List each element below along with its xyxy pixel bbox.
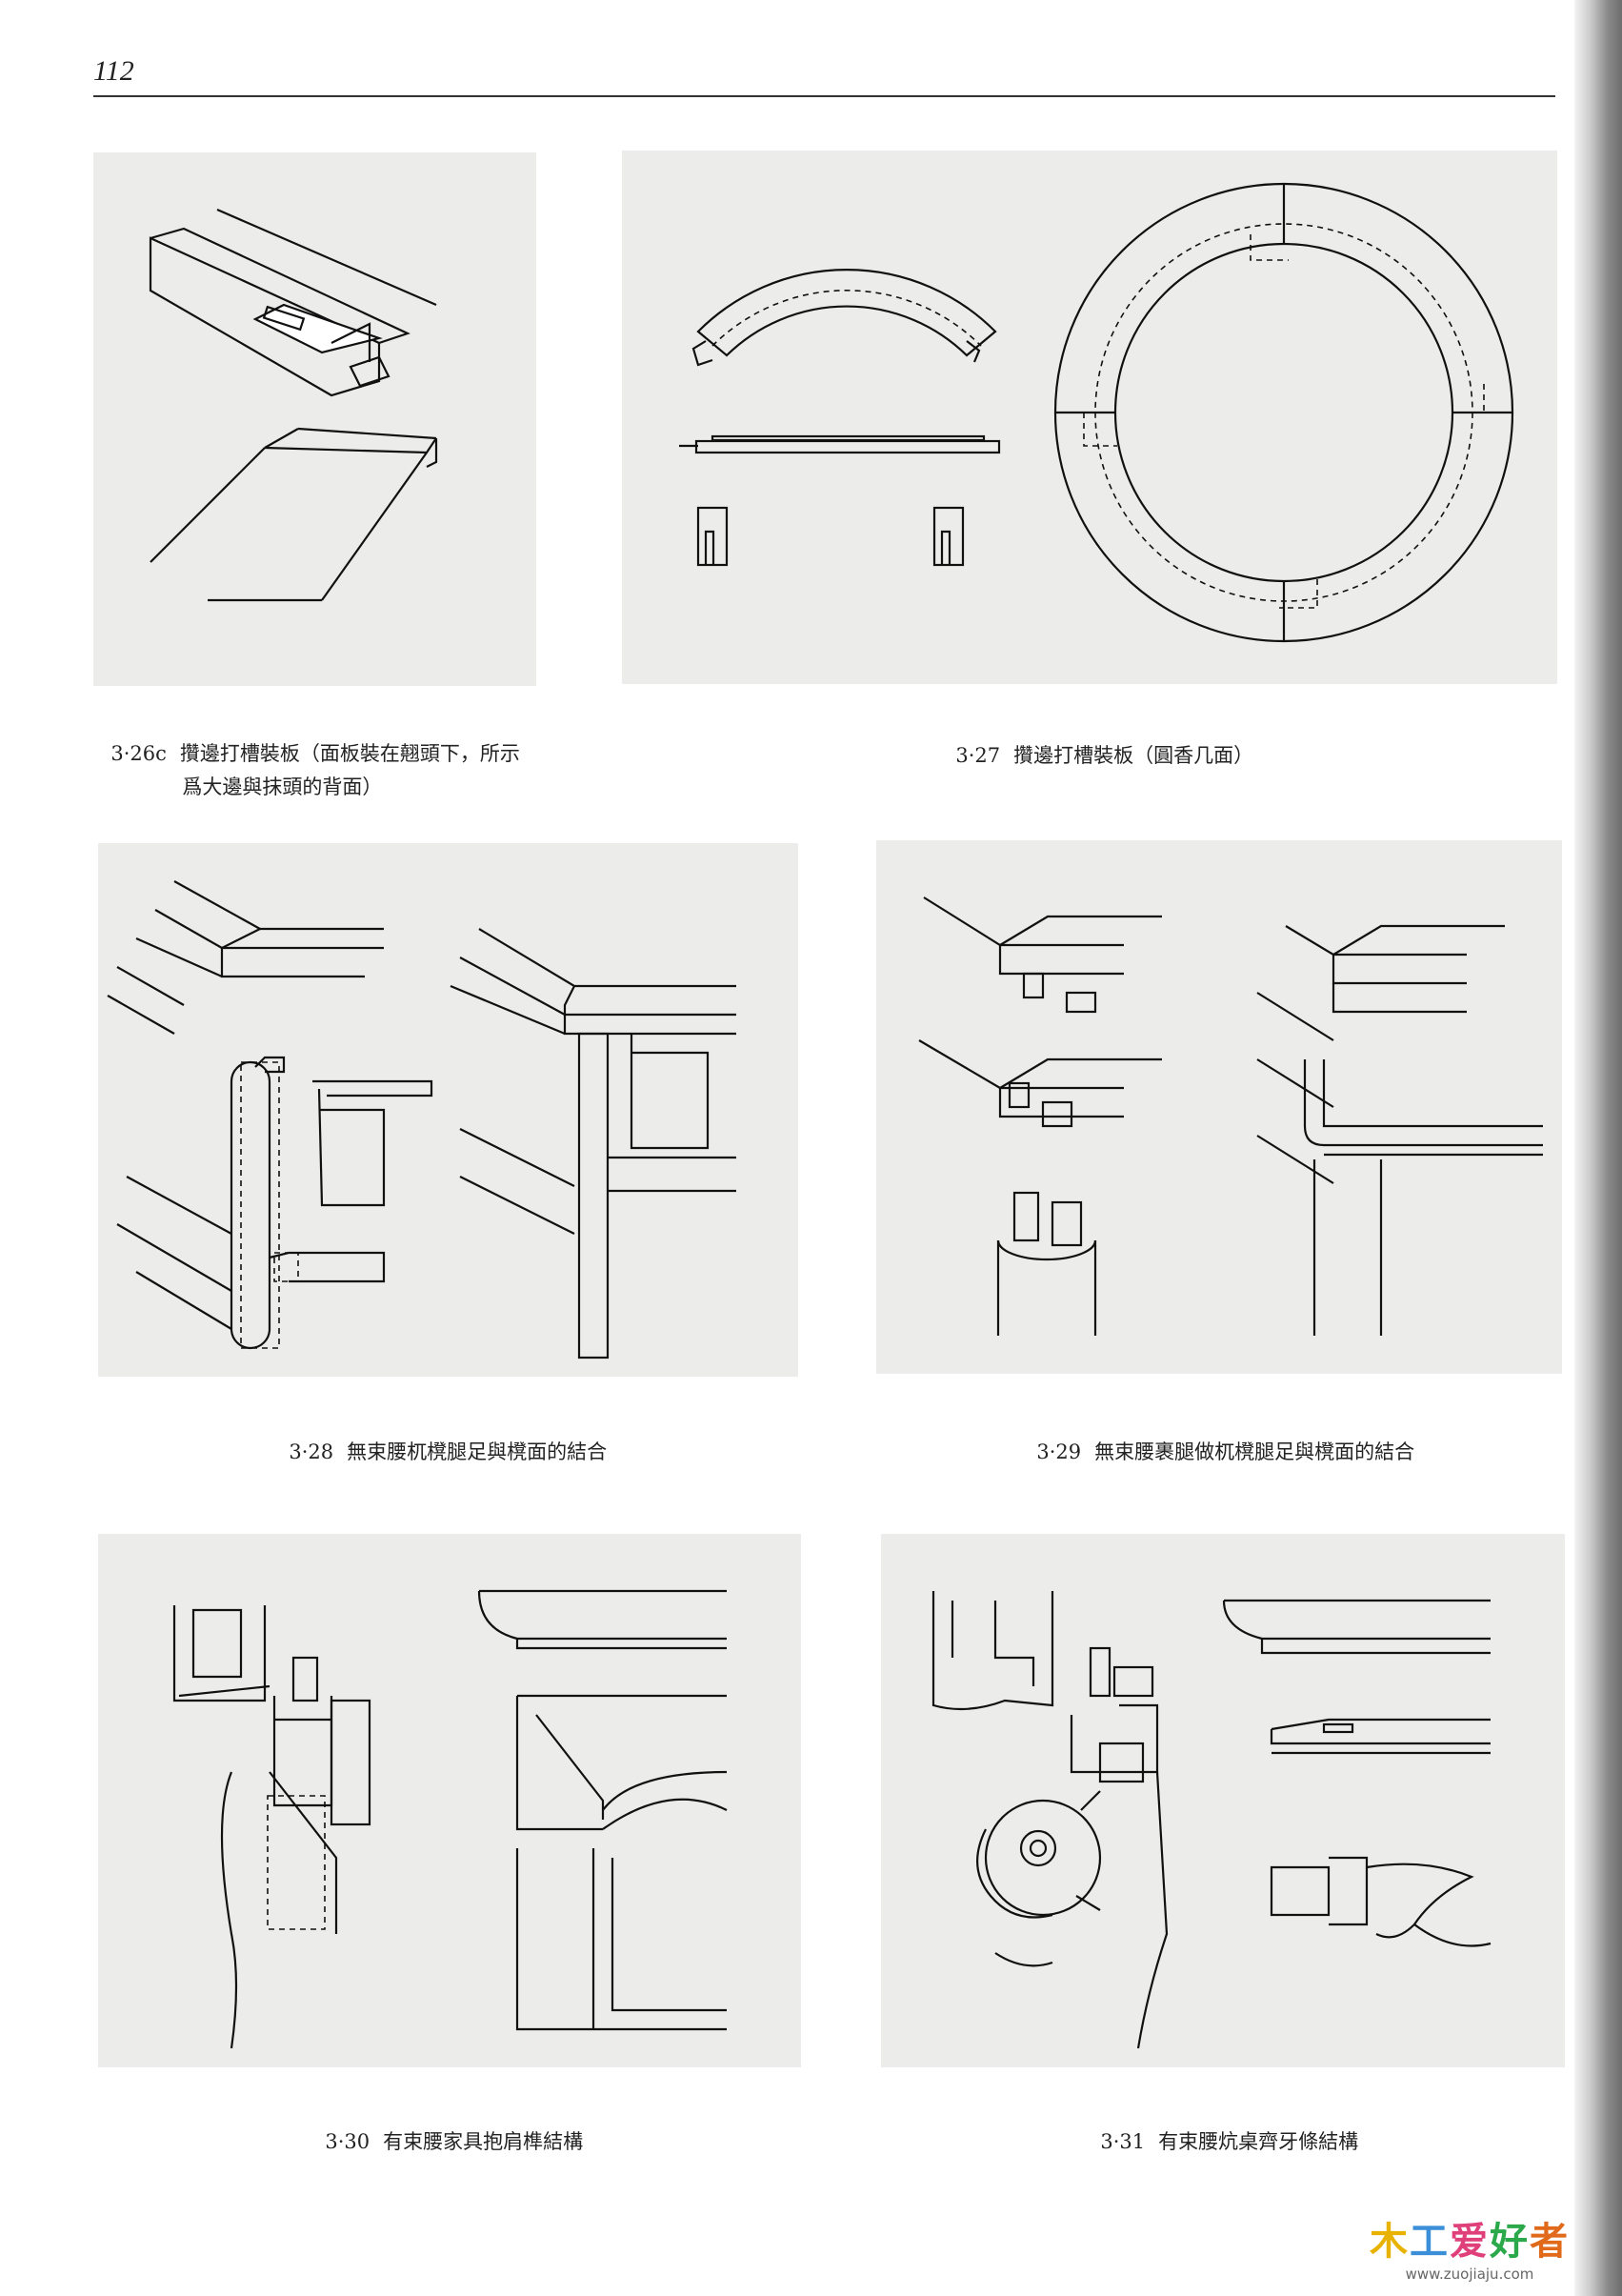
caption-text: 有束腰家具抱肩榫結構 [383,2130,584,2153]
figure-3-26c-caption: 3·26c 攢邊打槽裝板（面板裝在翹頭下，所示 [98,705,520,770]
figure-3-28-illustration [98,843,798,1377]
watermark-char: 爱 [1450,2220,1490,2264]
caption-text: 無束腰杌櫈腿足與櫈面的結合 [347,1440,608,1463]
figure-3-31-caption: 3·31 有束腰炕桌齊牙條結構 [1088,2093,1358,2158]
figure-number: 3·30 [325,2130,370,2153]
figure-3-31-illustration [881,1534,1565,2067]
caption-text: 攢邊打槽裝板（面板裝在翹頭下，所示 [179,742,520,765]
book-spine-shadow [1574,0,1622,2296]
watermark-logo: 木工爱好者 [1370,2210,1570,2266]
page-number: 112 [93,55,134,87]
figure-3-30-illustration [98,1534,801,2067]
figure-3-26c-caption-line2: 爲大邊與抹頭的背面） [170,738,382,803]
caption-text: 有束腰炕桌齊牙條結構 [1158,2130,1359,2153]
watermark-char: 工 [1410,2220,1450,2264]
caption-text: 爲大邊與抹頭的背面） [182,775,383,798]
figure-3-29-illustration [876,840,1562,1374]
figure-3-28-caption: 3·28 無束腰杌櫈腿足與櫈面的結合 [276,1403,607,1468]
figure-number: 3·26c [110,742,167,765]
watermark-url: www.zuojiaju.com [1405,2266,1534,2283]
figure-3-27-illustration [622,151,1557,684]
watermark-char: 好 [1490,2220,1530,2264]
figure-3-30-caption: 3·30 有束腰家具抱肩榫結構 [312,2093,583,2158]
figure-number: 3·27 [955,744,1001,767]
figure-3-29-caption: 3·29 無束腰裹腿做杌櫈腿足與櫈面的結合 [1024,1403,1414,1468]
watermark-char: 木 [1370,2220,1410,2264]
figure-number: 3·31 [1100,2130,1146,2153]
caption-text: 無束腰裹腿做杌櫈腿足與櫈面的結合 [1094,1440,1415,1463]
site-watermark: 木工爱好者 www.zuojiaju.com [1370,2210,1570,2283]
figure-number: 3·29 [1036,1440,1082,1463]
caption-text: 攢邊打槽裝板（圓香几面） [1013,744,1254,767]
figure-3-26c-illustration [93,152,536,686]
figure-3-27-caption: 3·27 攢邊打槽裝板（圓香几面） [943,707,1253,772]
header-rule [93,95,1555,97]
watermark-char: 者 [1530,2220,1570,2264]
figure-number: 3·28 [289,1440,334,1463]
